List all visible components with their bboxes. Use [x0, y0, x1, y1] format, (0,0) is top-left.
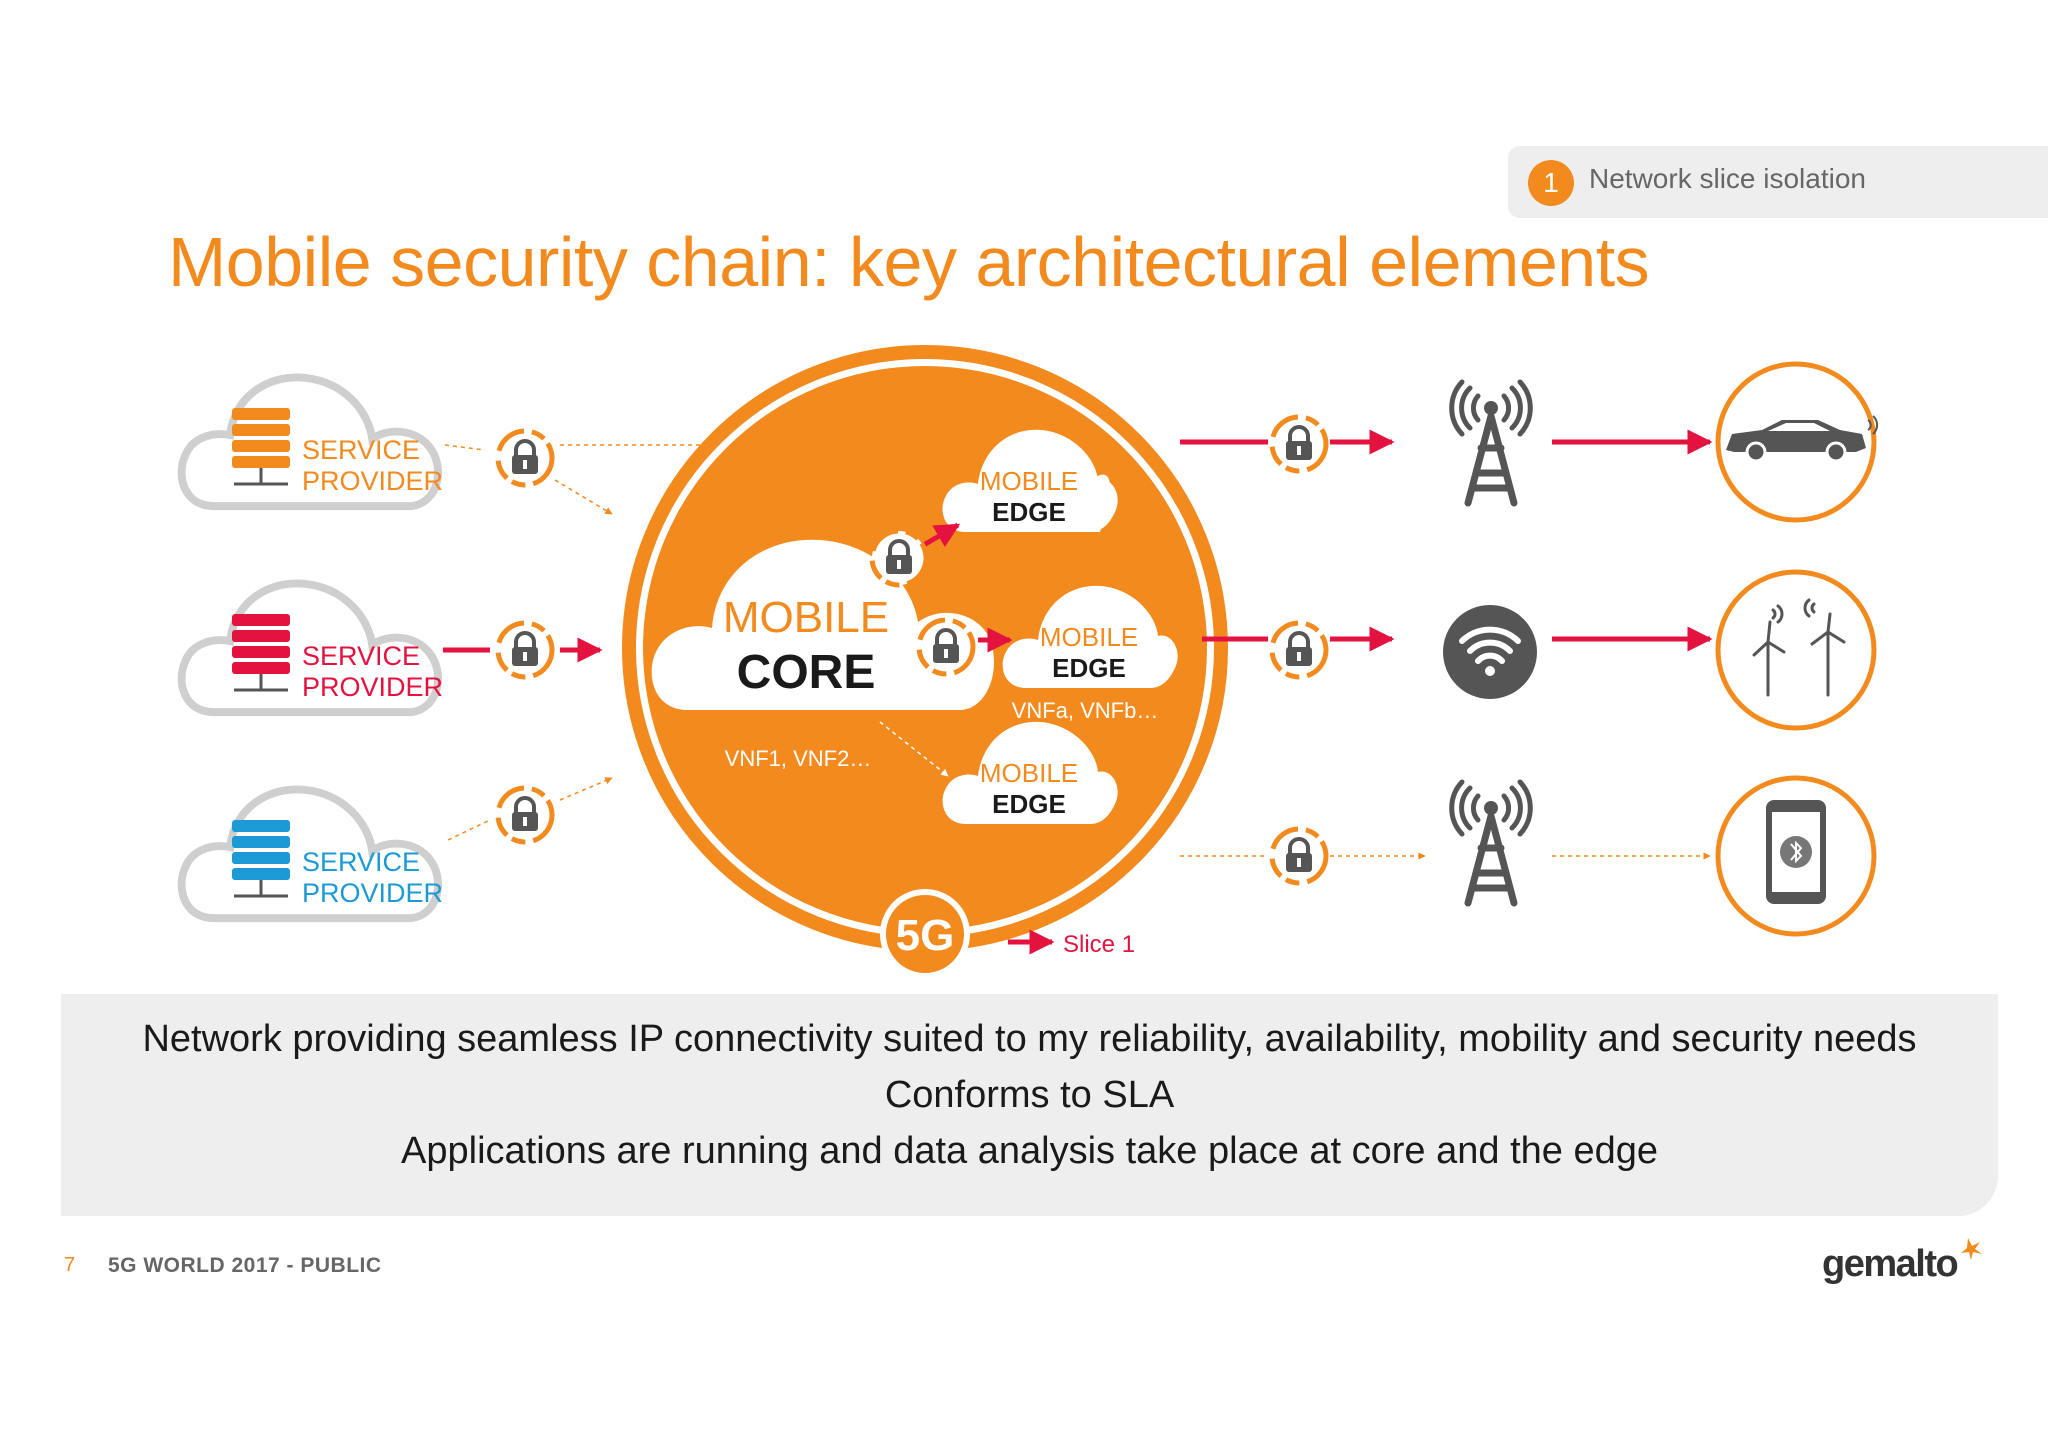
- slide-title: Mobile security chain: key architectural…: [168, 223, 1650, 301]
- lock-icon: [1272, 417, 1326, 471]
- page-number: 7: [64, 1254, 76, 1276]
- summary-line-2: Conforms to SLA: [884, 1074, 1175, 1116]
- right-connectors: [1180, 417, 1713, 883]
- provider-3-line1: SERVICE: [302, 847, 420, 877]
- legend: Slice 1: [1008, 929, 1135, 958]
- provider-3-line2: PROVIDER: [302, 878, 443, 908]
- edge-2-line2: EDGE: [1052, 653, 1126, 683]
- summary-line-3: Applications are running and data analys…: [401, 1130, 1658, 1172]
- car-icon: [1726, 415, 1879, 463]
- smartphone-icon: [1766, 800, 1826, 904]
- mobile-edge-1: MOBILE EDGE: [942, 429, 1118, 532]
- section-label: Network slice isolation: [1589, 163, 1866, 194]
- server-icon: [232, 820, 290, 898]
- cell-tower-icon: [1452, 782, 1531, 903]
- server-icon: [232, 614, 290, 692]
- car-device: [1715, 361, 1879, 523]
- lock-icon: [498, 431, 552, 485]
- core-line2: CORE: [737, 646, 876, 699]
- edge-vnf-label: VNFa, VNFb…: [1012, 698, 1159, 723]
- summary-box: Network providing seamless IP connectivi…: [61, 994, 1998, 1216]
- gemalto-logo: gemalto: [1822, 1238, 1982, 1285]
- edge-2-line1: MOBILE: [1040, 622, 1138, 652]
- edge-3-line2: EDGE: [992, 789, 1066, 819]
- lock-icon: [1272, 829, 1326, 883]
- lock-icon: [1272, 623, 1326, 677]
- provider-2-line2: PROVIDER: [302, 672, 443, 702]
- cell-tower-icon: [1452, 382, 1531, 503]
- core-vnf-label: VNF1, VNF2…: [725, 746, 872, 771]
- edge-1-line2: EDGE: [992, 497, 1066, 527]
- svg-text:gemalto: gemalto: [1822, 1243, 1957, 1285]
- provider-1-line1: SERVICE: [302, 435, 420, 465]
- summary-line-1: Network providing seamless IP connectivi…: [142, 1018, 1917, 1060]
- devices: [1715, 361, 1879, 937]
- provider-1-line2: PROVIDER: [302, 466, 443, 496]
- service-provider-3: SERVICE PROVIDER: [182, 789, 443, 918]
- network-circle: MOBILE CORE VNF1, VNF2… MOBILE EDGE MOBI…: [622, 345, 1228, 979]
- 5g-badge: 5G: [880, 889, 970, 979]
- access-points: [1443, 382, 1537, 903]
- wifi-icon: [1443, 605, 1537, 699]
- provider-2-line1: SERVICE: [302, 641, 420, 671]
- core-line1: MOBILE: [723, 593, 889, 642]
- legend-slice-label: Slice 1: [1063, 931, 1135, 958]
- wind-turbines-icon: [1752, 598, 1846, 697]
- lock-icon: [919, 620, 973, 674]
- mobile-edge-2: MOBILE EDGE: [1002, 585, 1178, 688]
- service-provider-1: SERVICE PROVIDER: [182, 377, 443, 506]
- lock-icon: [872, 531, 926, 585]
- section-number-badge: 1: [1528, 160, 1574, 206]
- lock-icon: [498, 788, 552, 842]
- lock-icon: [498, 623, 552, 677]
- service-provider-2: SERVICE PROVIDER: [182, 583, 443, 712]
- wind-turbine-device: [1715, 569, 1877, 731]
- server-icon: [232, 408, 290, 486]
- edge-1-line1: MOBILE: [980, 466, 1078, 496]
- section-tag: 1 Network slice isolation: [1508, 146, 2048, 218]
- event-label: 5G WORLD 2017 - PUBLIC: [108, 1254, 382, 1277]
- smartphone-device: [1715, 775, 1877, 937]
- edge-3-line1: MOBILE: [980, 758, 1078, 788]
- mobile-core-cloud: MOBILE CORE: [651, 539, 994, 710]
- mobile-edge-3: MOBILE EDGE: [942, 721, 1118, 824]
- svg-text:5G: 5G: [896, 911, 955, 960]
